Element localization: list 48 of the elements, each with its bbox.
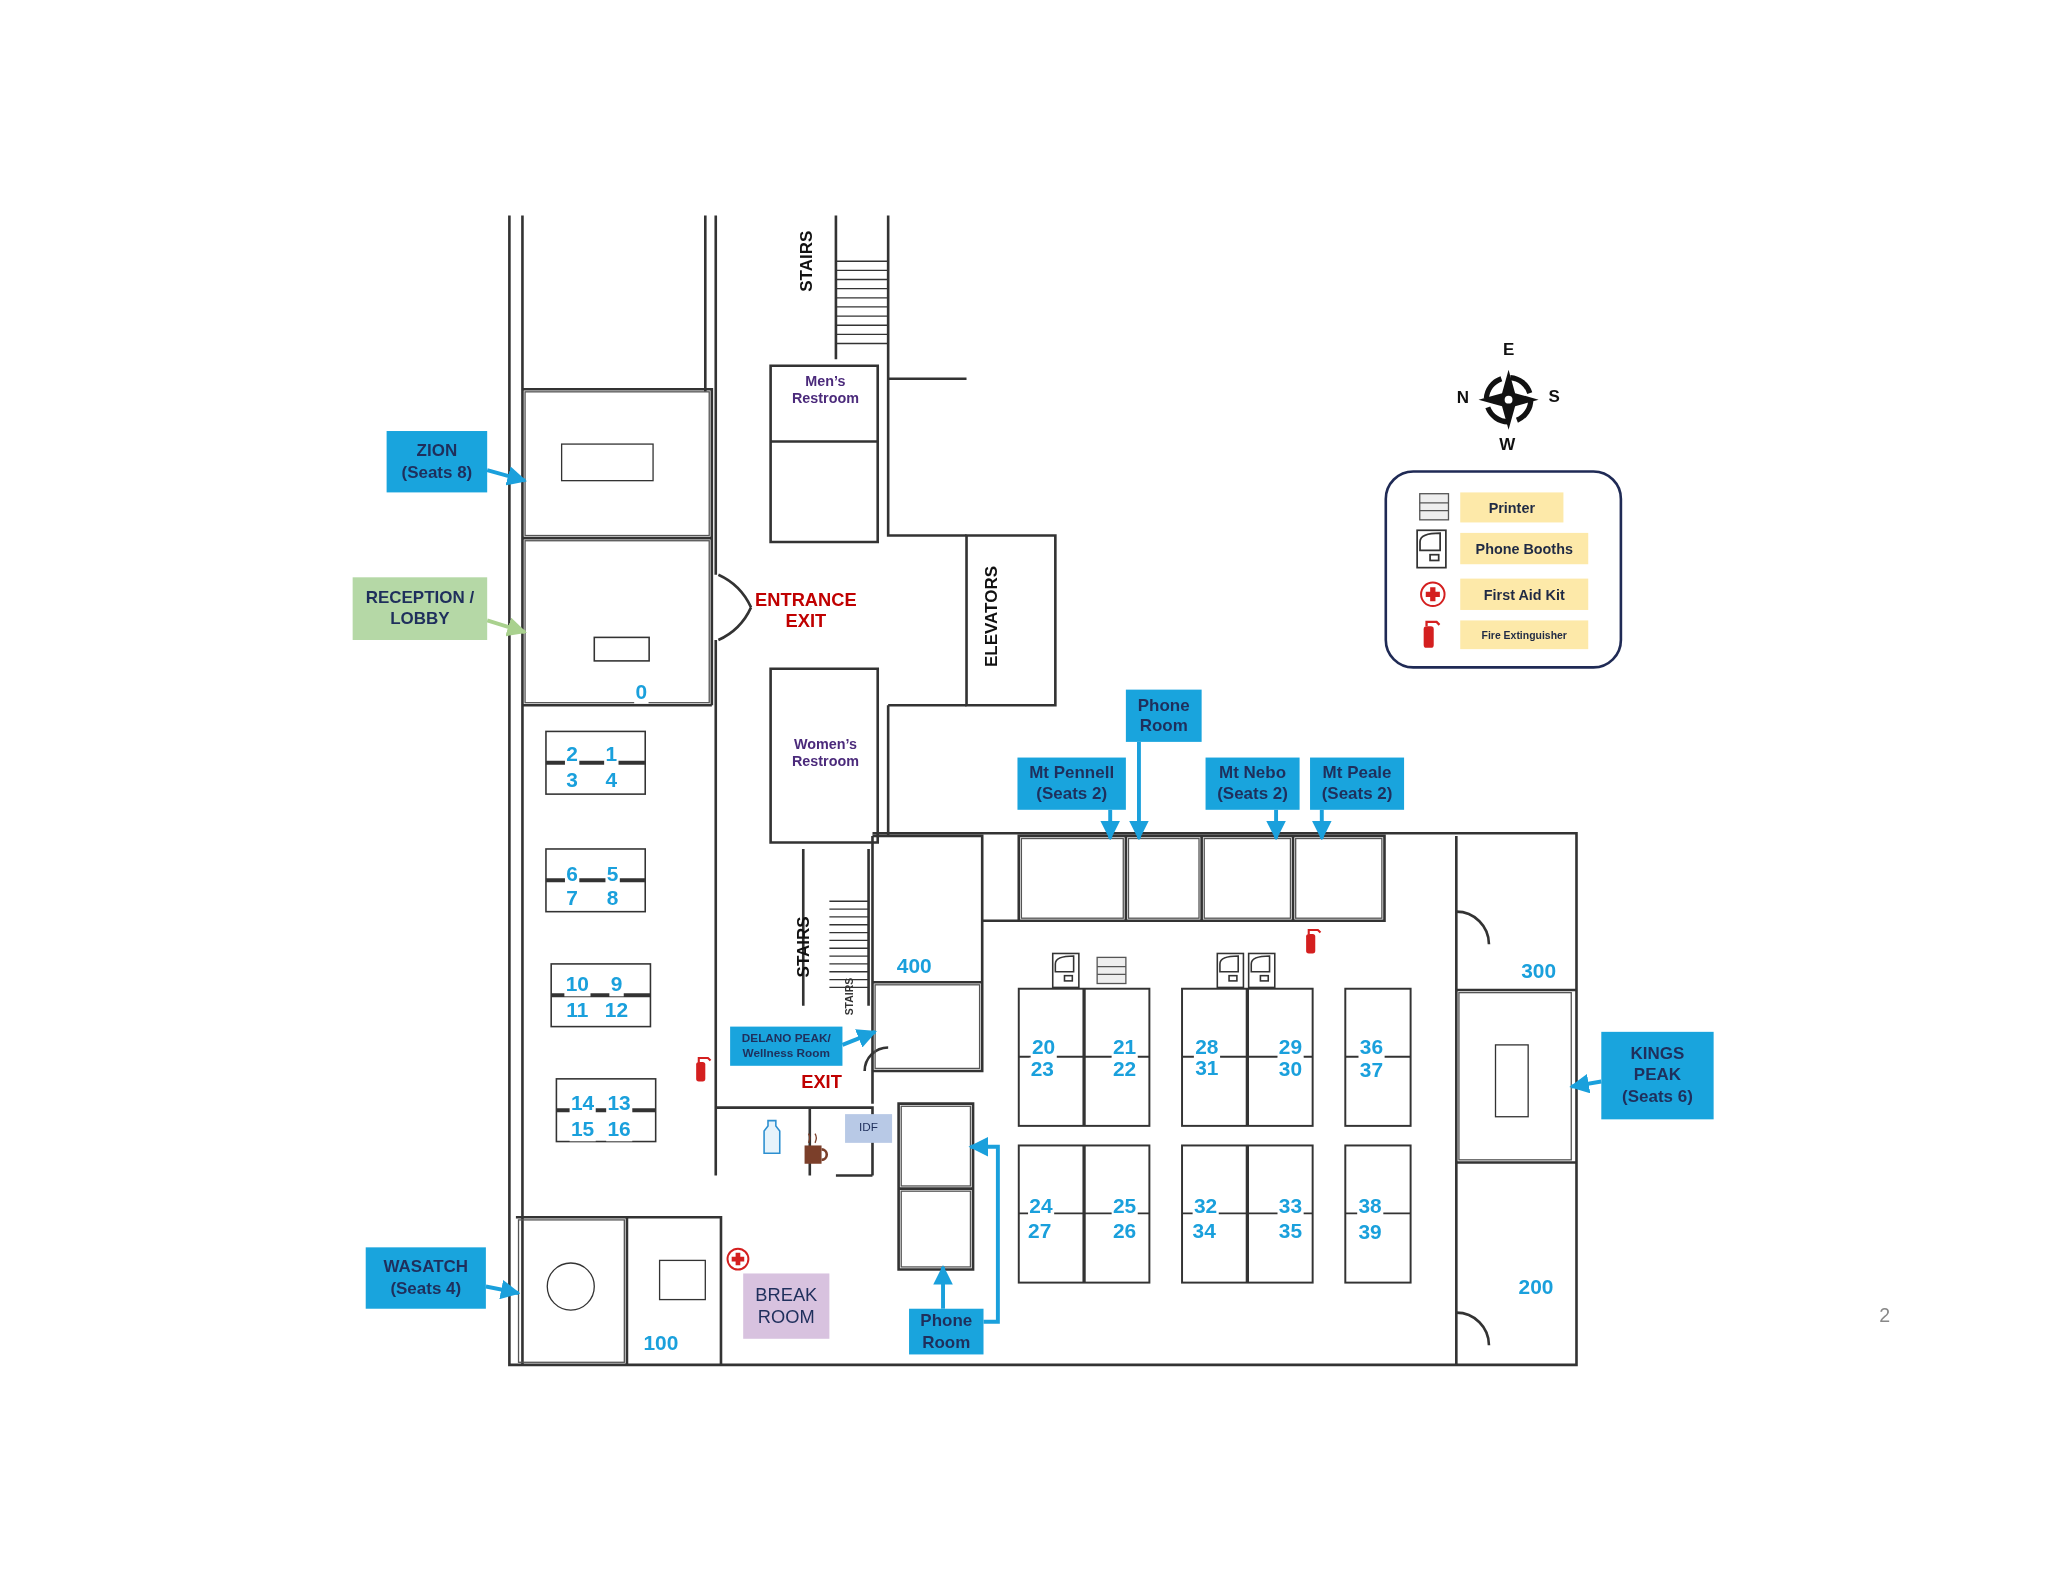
arrow: [841, 1029, 877, 1048]
arrow: [1312, 809, 1332, 841]
arrow: [1129, 741, 1149, 841]
arrow: [1569, 1074, 1602, 1094]
room-tag: BREAK ROOM: [743, 1273, 830, 1339]
legend-label: Printer: [1460, 492, 1564, 523]
compass-letter: E: [1502, 340, 1515, 360]
arrow: [485, 1280, 521, 1300]
room-outline: [1458, 992, 1572, 1161]
arrow: [486, 466, 527, 486]
room-outline: [1295, 837, 1383, 919]
room-outline: [900, 1190, 972, 1268]
callout-box: RECEPTION / LOBBY: [352, 577, 488, 640]
arrow: [1100, 809, 1120, 841]
room-outline: [1020, 837, 1124, 919]
area-label: STAIRS: [797, 230, 817, 292]
callout-box: Phone Room: [909, 1308, 984, 1355]
room-tag: IDF: [845, 1114, 893, 1143]
callout-box: ZION (Seats 8): [386, 431, 488, 493]
arrow: [968, 1137, 1000, 1324]
room-outline: [900, 1105, 972, 1187]
callout-box: Mt Peale (Seats 2): [1310, 757, 1405, 810]
room-outline: [1203, 837, 1292, 919]
area-label: STAIRS: [794, 916, 815, 978]
room-outline: [517, 1219, 625, 1363]
room-label: Men’s Restroom: [790, 372, 860, 406]
page-number: 2: [1879, 1304, 1891, 1327]
compass-letter: N: [1456, 388, 1469, 409]
area-label: ELEVATORS: [982, 566, 1003, 667]
callout-box: Mt Pennell (Seats 2): [1017, 757, 1126, 810]
compass-letter: W: [1499, 435, 1516, 456]
arrow: [933, 1265, 953, 1309]
room-label: Women’s Restroom: [790, 735, 860, 769]
room-outline: [524, 391, 710, 537]
compass-letter: S: [1548, 387, 1560, 407]
room-outline: [524, 540, 710, 704]
legend-label: First Aid Kit: [1460, 578, 1589, 610]
callout-box: Phone Room: [1125, 689, 1202, 742]
legend-label: Fire Extinguisher: [1460, 620, 1589, 650]
room-outline: [1127, 837, 1200, 919]
legend-label: Phone Booths: [1460, 532, 1589, 565]
callout-box: KINGS PEAK (Seats 6): [1601, 1031, 1714, 1120]
room-outline: [874, 984, 981, 1070]
arrow: [486, 617, 527, 637]
arrow: [1266, 809, 1286, 841]
callout-box: WASATCH (Seats 4): [365, 1247, 486, 1309]
callout-box: DELANO PEAK/ Wellness Room: [730, 1026, 843, 1066]
callout-box: Mt Nebo (Seats 2): [1205, 757, 1300, 810]
